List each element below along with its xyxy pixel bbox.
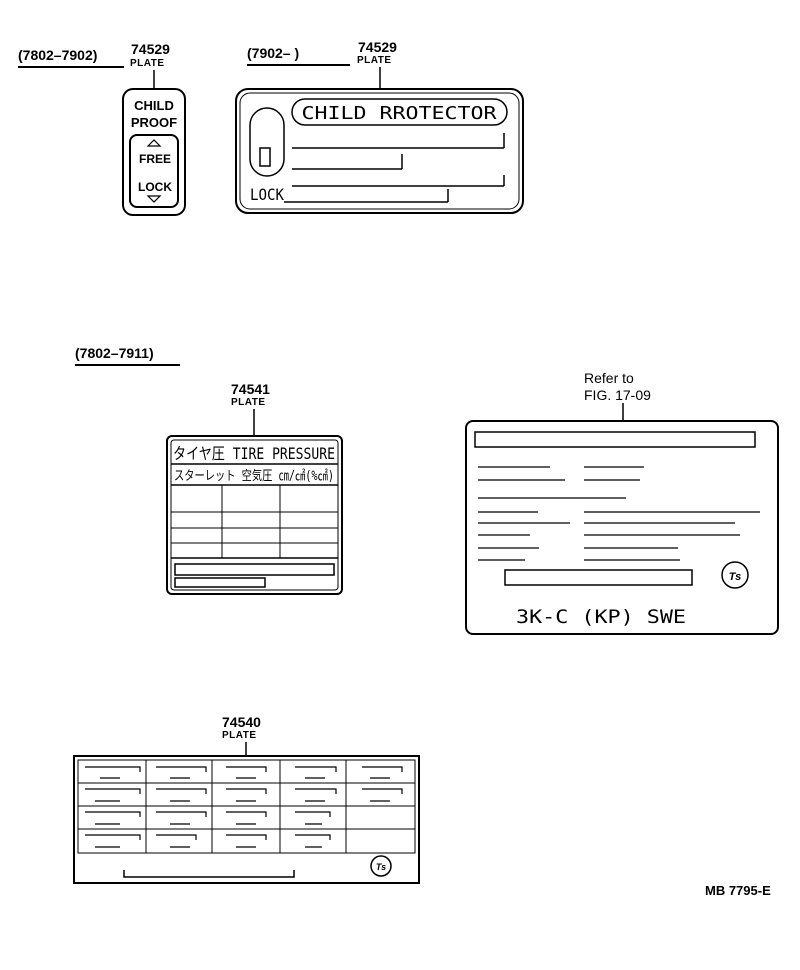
manufacturer-logo-icon: Ts: [721, 561, 749, 589]
tire-pressure-title: タイヤ圧 TIRE PRESSURE: [173, 444, 335, 463]
plate-74540: Ts: [73, 742, 420, 884]
part-type-74540: PLATE: [222, 730, 257, 741]
free-text: FREE: [139, 152, 171, 166]
arrow-down-icon: [146, 195, 162, 203]
child-text: CHILD: [134, 98, 174, 113]
lock-knob: [259, 147, 271, 167]
range-label-left: (7802–7902): [18, 47, 98, 63]
figure-reference: FIG. 17-09: [584, 387, 651, 403]
lock-text: LOCK: [250, 185, 284, 204]
part-number-tire-plate: 74541: [231, 381, 270, 397]
lock-knob-slot: [249, 107, 285, 177]
part-number-right: 74529: [358, 39, 397, 55]
drawing-number: MB 7795-E: [705, 883, 771, 898]
arrow-up-icon: [146, 139, 162, 147]
svg-text:Ts: Ts: [376, 862, 386, 872]
model-code: 3K-C (KP) SWE: [516, 606, 686, 628]
manufacturer-logo-icon: Ts: [370, 855, 392, 877]
child-protector-title: CHILD RROTECTOR: [302, 103, 497, 124]
part-type-right: PLATE: [357, 55, 392, 66]
refer-to-label: Refer to: [584, 370, 634, 386]
range-label-middle: (7802–7911): [75, 345, 154, 361]
reference-plate: Ts 3K-C (KP) SWE: [465, 403, 779, 635]
proof-text: PROOF: [131, 115, 177, 130]
part-type-tire-plate: PLATE: [231, 397, 266, 408]
child-proof-plate: CHILD PROOF FREE LOCK: [122, 70, 186, 216]
svg-text:Ts: Ts: [729, 571, 741, 583]
tire-pressure-subtitle: スターレット 空気圧 ㎝/㎠(%㎠): [174, 468, 334, 484]
range-label-right: (7902– ): [247, 45, 300, 61]
part-type-left: PLATE: [130, 58, 165, 69]
tire-pressure-plate: タイヤ圧 TIRE PRESSURE スターレット 空気圧 ㎝/㎠(%㎠): [166, 409, 343, 595]
part-number-left: 74529: [131, 41, 170, 57]
lock-text: LOCK: [138, 180, 172, 194]
part-number-74540: 74540: [222, 714, 261, 730]
child-protector-plate: CHILD RROTECTOR LOCK: [235, 67, 524, 214]
